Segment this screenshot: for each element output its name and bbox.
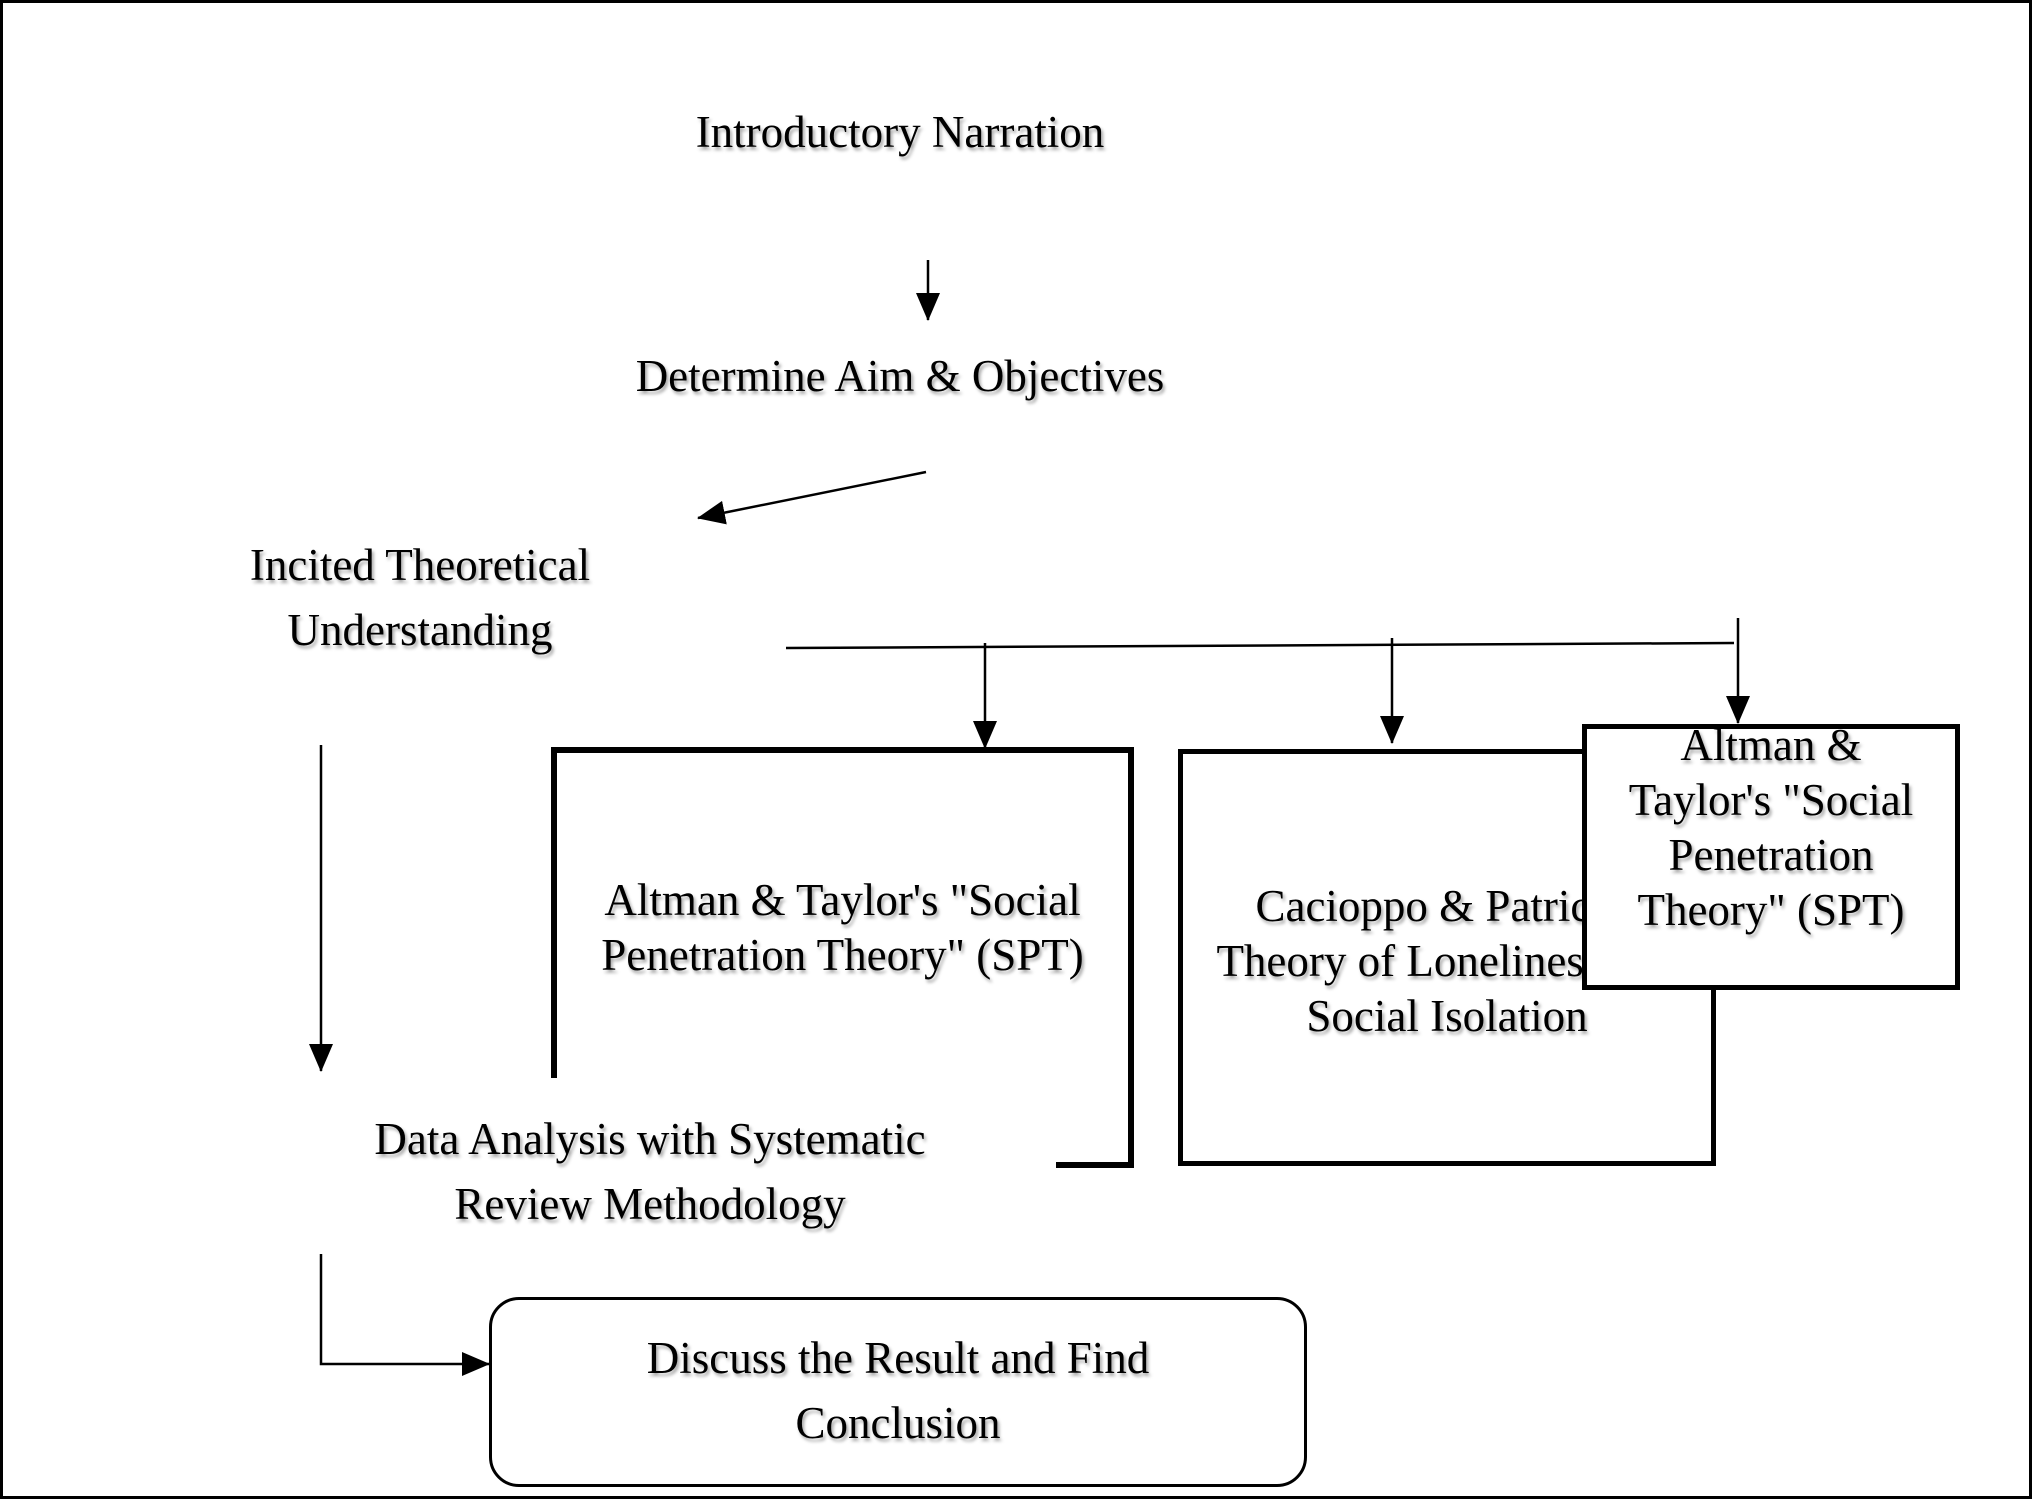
arrow-analysis-to-conclusion — [319, 1254, 490, 1376]
theory-box-1-text: Altman & Taylor's "Social Penetration Th… — [601, 875, 1084, 980]
theory-box-3-text: Altman & Taylor's "Social Penetration Th… — [1628, 720, 1914, 935]
node-incited-theoretical-understanding: Incited Theoretical Understanding — [249, 540, 591, 656]
node-determine-aim: Determine Aim & Objectives — [635, 351, 1165, 401]
theory-box-1-border — [551, 747, 1134, 1168]
conclusion-text: Discuss the Result and Find Conclusion — [646, 1333, 1150, 1449]
node-data-analysis: Data Analysis with Systematic Review Met… — [374, 1114, 926, 1230]
theory-box-3: Altman & Taylor's "Social Penetration Th… — [1582, 720, 1960, 990]
branch-connector-line — [785, 641, 1735, 650]
theory-box-2: Cacioppo & Patrick's Theory of Lonelines… — [1178, 749, 1716, 1166]
node-introductory-narration: Introductory Narration — [695, 107, 1105, 157]
arrow-aim-to-theory — [697, 470, 927, 525]
conclusion-box: Discuss the Result and Find Conclusion — [489, 1297, 1307, 1487]
